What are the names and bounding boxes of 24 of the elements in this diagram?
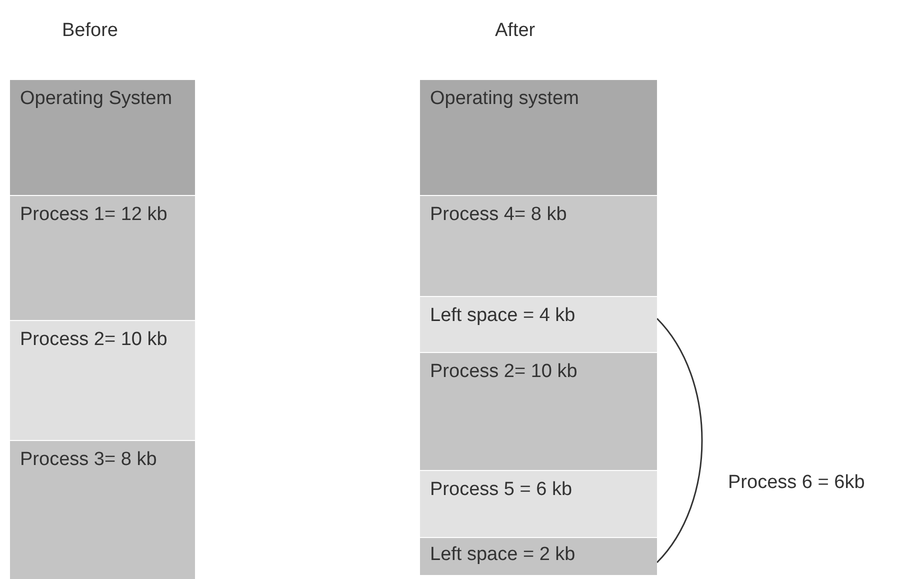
block-label: Operating system xyxy=(430,88,579,110)
block-label: Process 4= 8 kb xyxy=(430,204,567,226)
curved-connector xyxy=(656,318,703,563)
memory-block xyxy=(10,80,195,195)
memory-block xyxy=(420,471,657,537)
block-label: Process 1= 12 kb xyxy=(20,204,168,226)
memory-block xyxy=(420,80,657,195)
memory-block xyxy=(420,196,657,296)
column-heading: Before xyxy=(62,20,118,42)
block-label: Operating System xyxy=(20,88,172,110)
memory-block xyxy=(10,196,195,320)
free-space-block xyxy=(420,297,657,352)
memory-block xyxy=(10,321,195,440)
annotation-text: Process 6 = 6kb xyxy=(728,472,865,494)
block-label: Process 2= 10 kb xyxy=(430,361,578,383)
block-label: Process 5 = 6 kb xyxy=(430,479,572,501)
column-heading: After xyxy=(495,20,536,42)
block-label: Left space = 4 kb xyxy=(430,305,576,327)
memory-block xyxy=(420,353,657,470)
block-label: Process 3= 8 kb xyxy=(20,449,157,471)
memory-block xyxy=(10,441,195,579)
block-label: Process 2= 10 kb xyxy=(20,329,168,351)
block-label: Left space = 2 kb xyxy=(430,544,576,566)
free-space-block xyxy=(420,538,657,575)
